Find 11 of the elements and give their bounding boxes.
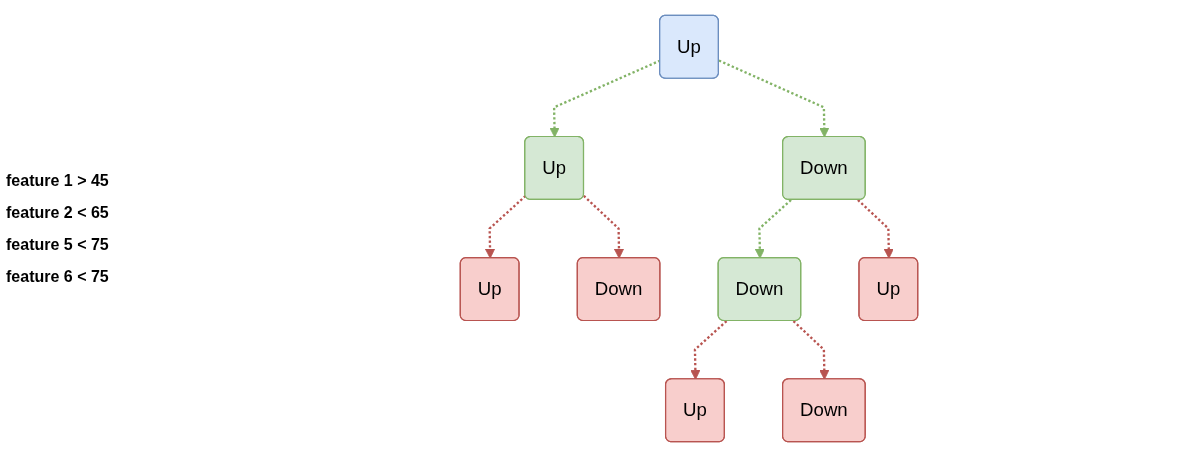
arrow (690, 320, 728, 380)
arrow (583, 195, 625, 259)
arrow (857, 199, 894, 259)
arrow (792, 320, 830, 380)
split-condition: feature 6 < 75 (6, 267, 110, 286)
arrow (484, 195, 527, 259)
split-condition: feature 1 > 45 (6, 171, 110, 190)
split-condition: feature 5 < 75 (6, 235, 110, 254)
arrow (754, 199, 792, 259)
split-condition: feature 2 < 65 (6, 203, 110, 222)
arrow (718, 59, 830, 138)
